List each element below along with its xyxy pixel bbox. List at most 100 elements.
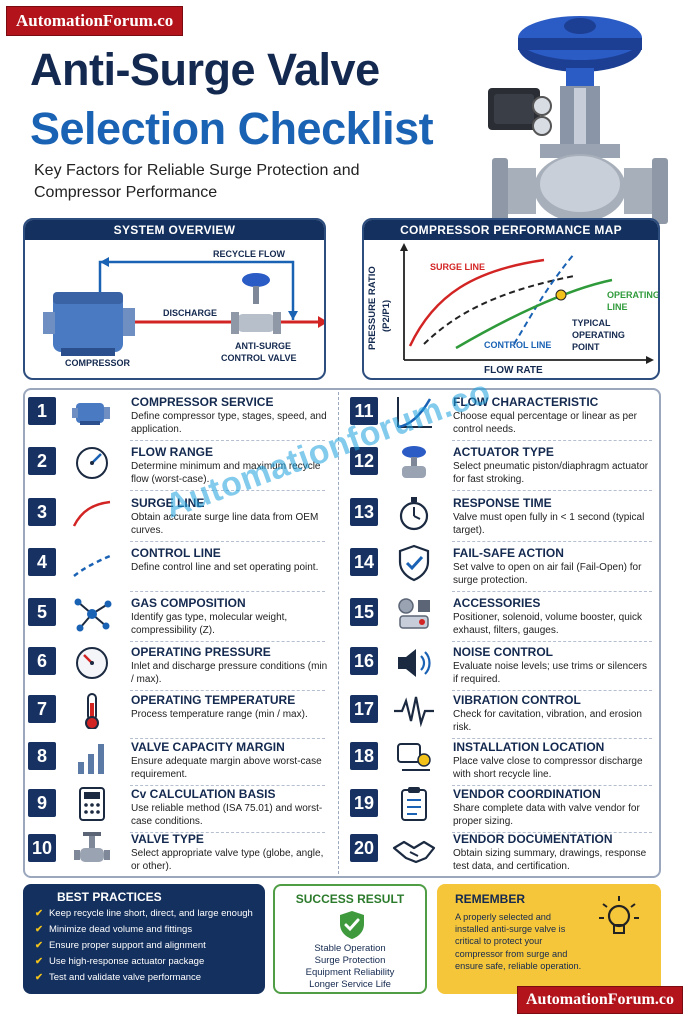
operating-point-label-2: OPERATING [572, 330, 625, 340]
best-practice-item: ✔Ensure proper support and alignment [35, 940, 206, 951]
item-number: 3 [28, 498, 56, 526]
shield-check-icon [340, 911, 364, 939]
item-description: Identify gas type, molecular weight, com… [131, 612, 288, 636]
item-title: ACCESSORIES [453, 596, 541, 610]
item-number: 18 [350, 742, 378, 770]
surge-curve-icon [72, 500, 111, 527]
item-title: GAS COMPOSITION [131, 596, 246, 610]
shield-check-icon [398, 544, 430, 582]
item-number: 8 [28, 742, 56, 770]
item-description: Define compressor type, stages, speed, a… [131, 411, 327, 435]
item-title: RESPONSE TIME [453, 496, 552, 510]
item-description: Set valve to open on air fail (Fail-Open… [453, 562, 642, 586]
checklist-panel [23, 388, 661, 878]
best-practice-item: ✔Minimize dead volume and fittings [35, 924, 193, 935]
item-number: 4 [28, 548, 56, 576]
item-number: 1 [28, 397, 56, 425]
item-number: 20 [350, 834, 378, 862]
item-title: NOISE CONTROL [453, 645, 554, 659]
item-description: Obtain accurate surge line data from OEM… [131, 512, 319, 536]
checklist-item: 15 ACCESSORIES Positioner, solenoid, volum… [350, 594, 655, 642]
item-number: 6 [28, 647, 56, 675]
row-separator [452, 641, 652, 642]
row-separator [452, 832, 652, 833]
item-description: Process temperature range (min / max). [131, 709, 308, 720]
check-icon: ✔ [35, 940, 43, 951]
row-separator [130, 832, 325, 833]
bar-chart-icon [78, 744, 104, 774]
item-description: Define control line and set operating po… [131, 562, 319, 573]
check-icon: ✔ [35, 908, 43, 919]
speaker-icon [398, 649, 431, 677]
item-description: Inlet and discharge pressure conditions … [131, 661, 328, 685]
item-number: 19 [350, 789, 378, 817]
brand-logo-bottom: AutomationForum.co [517, 986, 683, 1014]
actuator-icon [402, 446, 426, 478]
item-description: Ensure adequate margin above worst-case … [131, 756, 322, 780]
item-number: 15 [350, 598, 378, 626]
success-line: Stable Operation [314, 943, 386, 954]
item-description: Select appropriate valve type (globe, an… [131, 848, 324, 872]
valve-label-1: ANTI-SURGE [235, 341, 291, 351]
performance-map-chart [400, 243, 654, 364]
stopwatch-icon [399, 497, 429, 531]
pressure-gauge-icon [76, 647, 108, 679]
vibration-wave-icon [394, 696, 434, 728]
item-title: Cv CALCULATION BASIS [131, 787, 276, 801]
item-description: Place valve close to compressor discharg… [453, 756, 643, 780]
row-separator [130, 690, 325, 691]
item-number: 11 [350, 397, 378, 425]
item-title: FLOW RANGE [131, 445, 213, 459]
page-subtitle: Key Factors for Reliable Surge Protectio… [34, 162, 360, 201]
discharge-label: DISCHARGE [163, 308, 218, 318]
item-description: Check for cavitation, vibration, and ero… [453, 709, 642, 733]
item-number: 12 [350, 447, 378, 475]
control-valve-illustration [488, 16, 668, 240]
best-practices-panel: BEST PRACTICES ✔Keep recycle line short,… [23, 884, 265, 994]
success-line: Surge Protection [314, 955, 386, 966]
valve-icon [74, 832, 110, 862]
brand-logo-top: AutomationForum.co [6, 6, 184, 36]
item-number: 2 [28, 447, 56, 475]
row-separator [452, 591, 652, 592]
item-title: VENDOR COORDINATION [453, 787, 601, 801]
best-practice-item: ✔Keep recycle line short, direct, and la… [35, 908, 253, 919]
row-separator [130, 440, 325, 441]
item-title: VIBRATION CONTROL [453, 693, 581, 707]
surge-line-label: SURGE LINE [430, 262, 486, 272]
location-pin-icon [397, 743, 431, 771]
row-separator [130, 641, 325, 642]
row-separator [452, 690, 652, 691]
performance-map-heading: COMPRESSOR PERFORMANCE MAP [364, 220, 658, 240]
row-separator [130, 591, 325, 592]
item-title: INSTALLATION LOCATION [453, 740, 605, 754]
valve-label-2: CONTROL VALVE [221, 353, 297, 363]
y-axis-label-1: PRESSURE RATIO [367, 266, 378, 350]
item-number: 16 [350, 647, 378, 675]
y-axis-label-2: (P2/P1) [381, 299, 392, 332]
lightbulb-icon [599, 896, 639, 934]
operating-line-label-1: OPERATING [607, 290, 660, 300]
checklist-item: 1 COMPRESSOR SERVICE Define compressor typ… [28, 393, 333, 441]
item-description: Obtain sizing summary, drawings, respons… [453, 848, 647, 872]
item-title: VENDOR DOCUMENTATION [453, 832, 613, 846]
gauge-icon [76, 447, 108, 479]
item-number: 9 [28, 789, 56, 817]
item-number: 13 [350, 498, 378, 526]
operating-line-label-2: LINE [607, 302, 628, 312]
item-description: Select pneumatic piston/diaphragm actuat… [453, 461, 649, 485]
handshake-icon [392, 840, 436, 864]
item-title: COMPRESSOR SERVICE [131, 395, 274, 409]
row-separator [452, 541, 652, 542]
item-description: Positioner, solenoid, volume booster, qu… [453, 612, 642, 636]
performance-map-panel: COMPRESSOR PERFORMANCE MAP PRESSURE RATI… [362, 218, 660, 380]
row-separator [130, 490, 325, 491]
page-title-line1: Anti-Surge Valve [30, 44, 380, 95]
operating-point-label-3: POINT [572, 342, 600, 352]
